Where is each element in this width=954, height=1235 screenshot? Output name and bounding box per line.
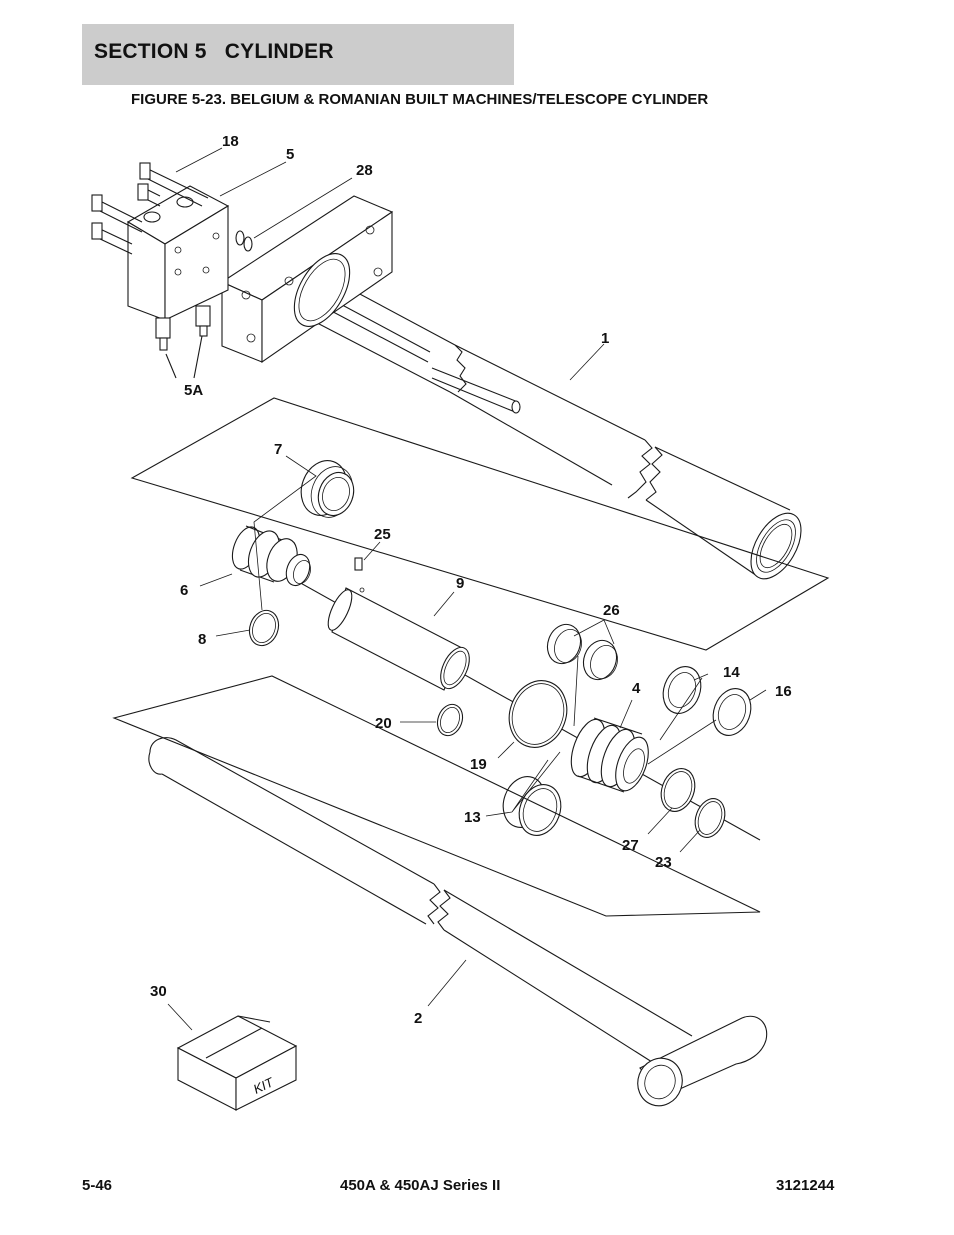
cylinder-barrel-part-1 xyxy=(220,195,802,580)
section-title: SECTION 5 CYLINDER xyxy=(94,40,334,63)
callout-28: 28 xyxy=(356,162,373,179)
model-name: 450A & 450AJ Series II xyxy=(340,1177,501,1194)
valve-block-part-5 xyxy=(91,162,253,379)
callout-18: 18 xyxy=(222,133,239,150)
page-number: 5-46 xyxy=(82,1177,113,1194)
callout-25: 25 xyxy=(374,526,391,543)
callout-2: 2 xyxy=(414,1010,422,1027)
piston-part-4 xyxy=(570,717,649,793)
callout-5a: 5A xyxy=(184,382,203,399)
callout-27: 27 xyxy=(622,837,639,854)
wiper-part-7 xyxy=(300,460,355,518)
o-ring-part-19 xyxy=(508,680,568,748)
callout-4: 4 xyxy=(632,680,641,697)
callout-13: 13 xyxy=(464,809,481,826)
wear-rings-part-26 xyxy=(546,623,618,681)
head-part-6 xyxy=(231,525,311,587)
callout-14: 14 xyxy=(723,664,740,681)
callout-9: 9 xyxy=(456,575,464,592)
callout-19: 19 xyxy=(470,756,487,773)
ring-part-23 xyxy=(694,798,726,838)
ring-part-27 xyxy=(660,768,696,812)
callout-20: 20 xyxy=(375,715,392,732)
callout-30: 30 xyxy=(150,983,167,1000)
seals-part-13 xyxy=(502,776,562,836)
kit-box-part-30: KIT xyxy=(176,1015,298,1111)
o-ring-part-20 xyxy=(436,703,464,737)
document-number: 3121244 xyxy=(776,1177,835,1194)
callout-6: 6 xyxy=(180,582,188,599)
callout-numbers: 18 5 28 1 5A 7 25 9 6 8 26 14 4 16 20 19… xyxy=(150,133,792,1027)
callout-5: 5 xyxy=(286,146,294,163)
seal-part-14 xyxy=(662,666,702,714)
callout-23: 23 xyxy=(655,854,672,871)
callout-26: 26 xyxy=(603,602,620,619)
leader-lines xyxy=(167,147,767,1031)
rod-part-2 xyxy=(112,675,768,1107)
spacer-part-9 xyxy=(327,557,470,691)
callout-16: 16 xyxy=(775,683,792,700)
callout-1: 1 xyxy=(601,330,609,347)
callout-8: 8 xyxy=(198,631,206,648)
seal-part-16 xyxy=(712,688,752,736)
figure-title: FIGURE 5-23. BELGIUM & ROMANIAN BUILT MA… xyxy=(131,91,709,108)
section-banner: SECTION 5 CYLINDER xyxy=(82,24,514,85)
o-ring-part-8 xyxy=(248,609,280,647)
callout-7: 7 xyxy=(274,441,282,458)
